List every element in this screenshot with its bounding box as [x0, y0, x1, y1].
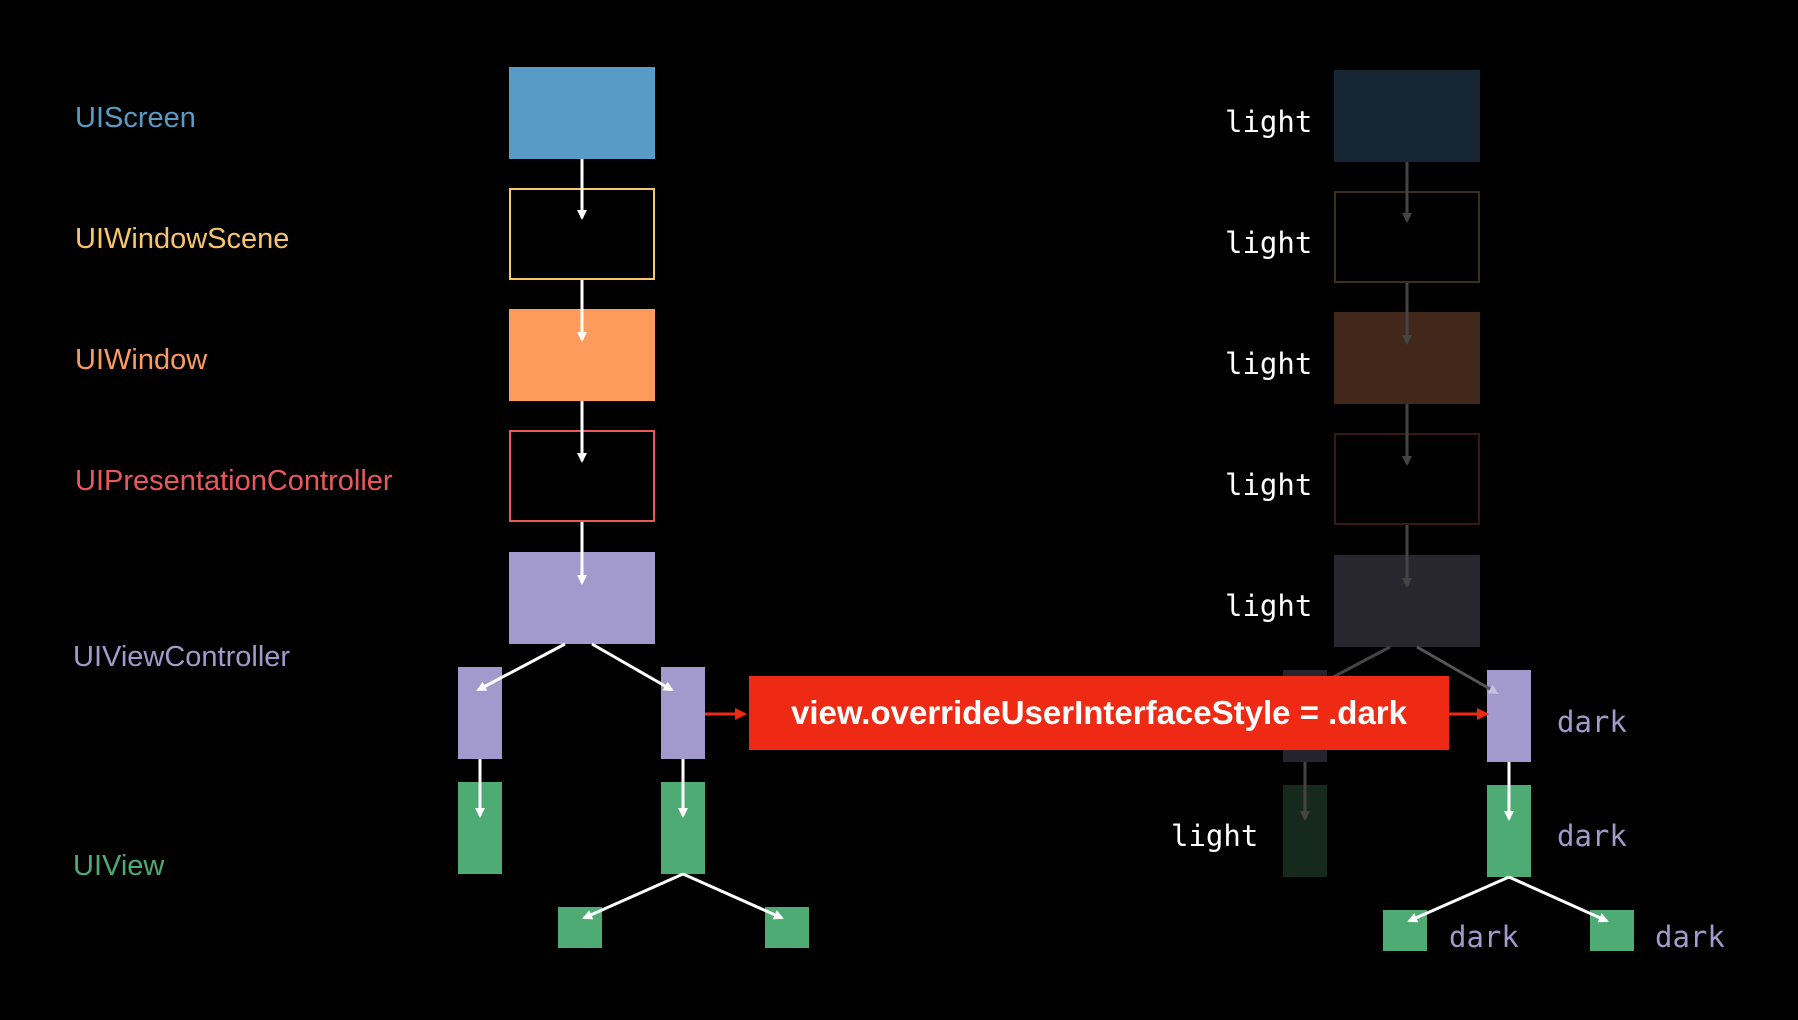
style-right-leaf-right: dark — [1655, 920, 1725, 954]
dim-node-screen — [1334, 70, 1480, 162]
label-uiview: UIView — [73, 850, 165, 882]
style-right-leaf-left: dark — [1449, 920, 1519, 954]
style-window-scene: light — [1225, 226, 1313, 260]
style-right-view: dark — [1557, 819, 1627, 853]
label-uiwindowscene: UIWindowScene — [75, 223, 290, 255]
label-uiscreen: UIScreen — [75, 102, 196, 134]
style-presentation-controller: light — [1225, 468, 1313, 502]
override-callout-text: view.overrideUserInterfaceStyle = .dark — [790, 694, 1407, 731]
style-right-child-vc: dark — [1557, 705, 1627, 739]
node-screen — [509, 67, 655, 159]
style-screen: light — [1225, 105, 1313, 139]
override-callout: view.overrideUserInterfaceStyle = .dark — [749, 676, 1449, 750]
style-view-controller: light — [1225, 589, 1313, 623]
label-uiviewcontroller: UIViewController — [73, 641, 291, 673]
style-window: light — [1225, 347, 1313, 381]
style-left-view: light — [1171, 819, 1259, 853]
label-uiwindow: UIWindow — [75, 344, 208, 376]
label-uipresentationcontroller: UIPresentationController — [75, 465, 393, 497]
